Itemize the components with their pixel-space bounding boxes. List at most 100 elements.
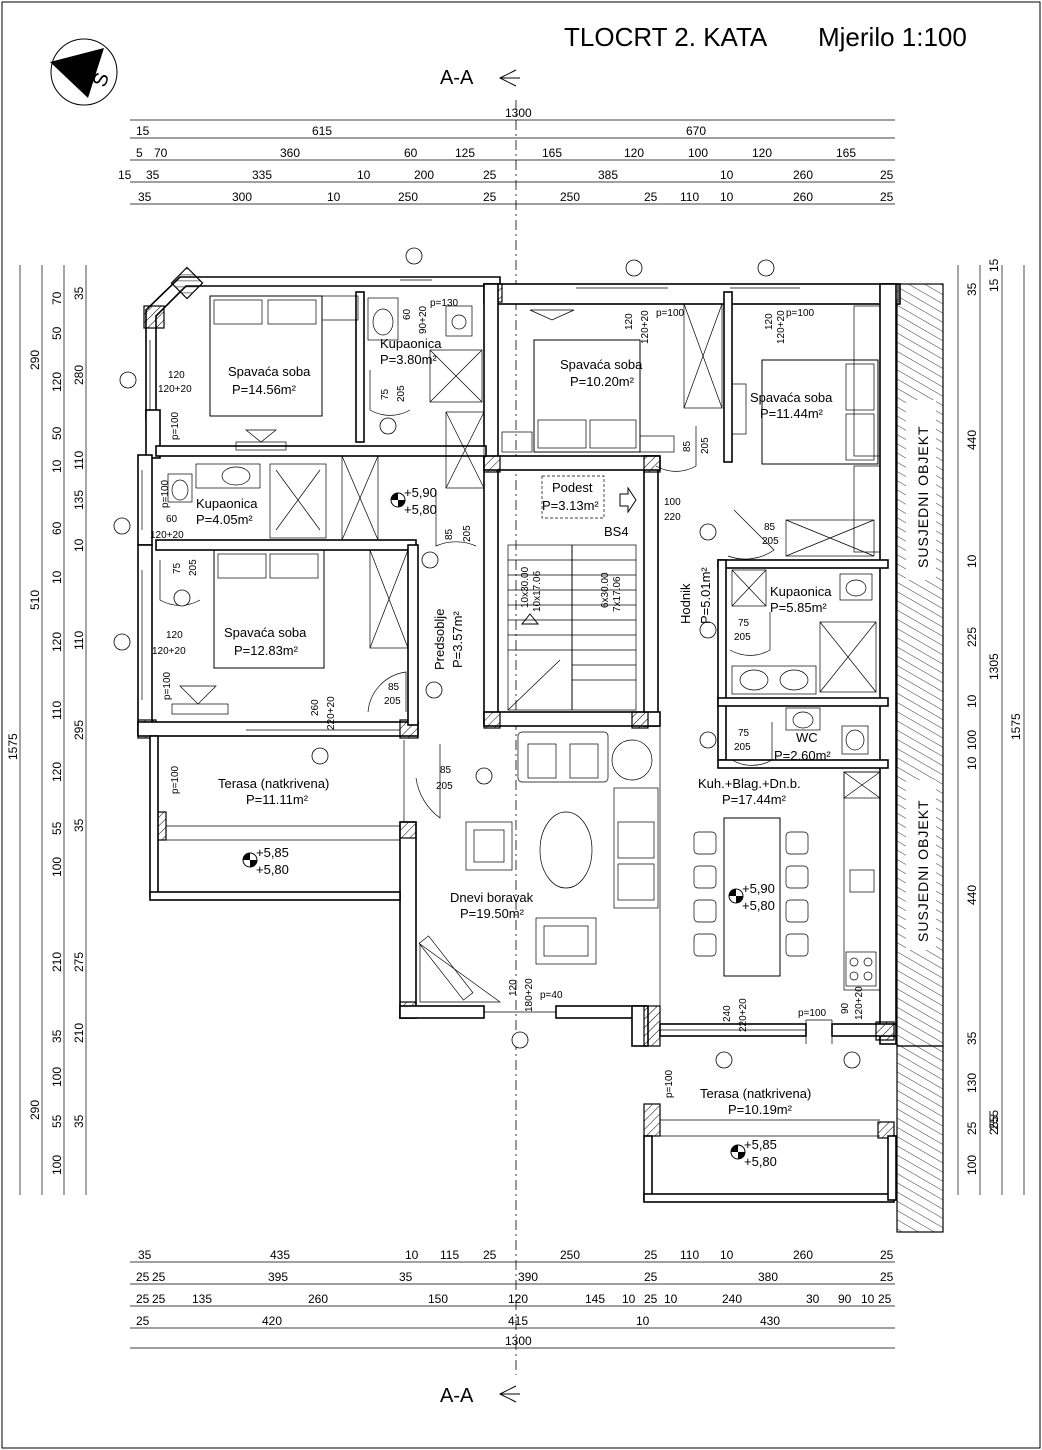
svg-text:10: 10	[622, 1292, 636, 1306]
sheet-scale: Mjerilo 1:100	[818, 22, 967, 52]
svg-text:90+20: 90+20	[418, 305, 429, 334]
svg-text:100: 100	[50, 857, 64, 877]
svg-text:35: 35	[72, 818, 86, 832]
svg-text:10: 10	[965, 694, 979, 708]
svg-text:35: 35	[72, 286, 86, 300]
svg-text:260: 260	[793, 168, 813, 182]
svg-text:25: 25	[644, 190, 658, 204]
light-fixture-icon	[113, 633, 131, 651]
svg-text:120: 120	[508, 979, 519, 996]
svg-text:p=100: p=100	[798, 1008, 827, 1019]
svg-text:255: 255	[987, 1110, 1001, 1130]
svg-text:60: 60	[404, 146, 418, 160]
light-fixture-icon	[425, 681, 443, 699]
svg-text:250: 250	[560, 190, 580, 204]
bathroom-top	[367, 297, 483, 403]
svg-text:+5,85: +5,85	[744, 1137, 777, 1152]
north-arrow-icon: S	[50, 38, 118, 106]
svg-text:25: 25	[152, 1270, 166, 1284]
room-terrace-1-name: Terasa (natkrivena)	[218, 776, 329, 791]
svg-text:120: 120	[50, 372, 64, 392]
svg-text:35: 35	[965, 282, 979, 296]
svg-text:10: 10	[965, 756, 979, 770]
svg-text:145: 145	[585, 1292, 605, 1306]
neighbor-building: SUSJEDNI OBJEKT SUSJEDNI OBJEKT	[896, 283, 944, 1233]
svg-text:35: 35	[965, 1031, 979, 1045]
svg-text:70: 70	[154, 146, 168, 160]
svg-text:220+20: 220+20	[738, 998, 749, 1032]
room-kitchen-name: Kuh.+Blag.+Dn.b.	[698, 776, 801, 791]
svg-text:1305: 1305	[987, 653, 1001, 680]
room-bedroom-4-name: Spavaća soba	[224, 625, 307, 640]
level-markers: +5,90 +5,80 +5,85 +5,80 +5,90 +5,80 +5,8…	[242, 485, 777, 1169]
svg-text:85: 85	[444, 528, 455, 540]
svg-text:110: 110	[72, 451, 86, 470]
svg-text:+5,90: +5,90	[742, 881, 775, 896]
svg-text:120: 120	[764, 313, 775, 330]
svg-text:5: 5	[136, 146, 143, 160]
svg-text:440: 440	[965, 430, 979, 450]
svg-text:240: 240	[722, 1005, 733, 1022]
svg-text:280: 280	[72, 365, 86, 385]
svg-text:25: 25	[965, 1121, 979, 1135]
svg-text:290: 290	[28, 1100, 42, 1120]
svg-text:p=100: p=100	[664, 1069, 675, 1098]
svg-text:100: 100	[965, 1155, 979, 1175]
svg-text:25: 25	[644, 1248, 658, 1262]
svg-text:75: 75	[172, 562, 183, 574]
svg-text:110: 110	[680, 1248, 699, 1262]
svg-text:275: 275	[72, 952, 86, 972]
svg-text:100: 100	[50, 1067, 64, 1087]
svg-text:10: 10	[720, 168, 734, 182]
svg-text:25: 25	[136, 1270, 150, 1284]
svg-text:60: 60	[166, 514, 178, 525]
room-bathroom-1-area: P=3.80m²	[380, 352, 437, 367]
room-wc-area: P=2.60m²	[774, 748, 831, 763]
svg-text:25: 25	[878, 1292, 892, 1306]
light-fixture-icon	[475, 767, 493, 785]
svg-text:50: 50	[50, 426, 64, 440]
svg-text:25: 25	[644, 1292, 658, 1306]
room-bathroom-2-name: Kupaonica	[196, 496, 258, 511]
svg-text:360: 360	[280, 146, 300, 160]
room-corridor-area: P=5.01m²	[698, 567, 713, 624]
room-corridor-name: Hodnik	[678, 583, 693, 624]
room-wc-name: WC	[796, 730, 818, 745]
svg-text:130: 130	[965, 1073, 979, 1093]
light-fixture-icon	[379, 417, 397, 435]
svg-text:120: 120	[166, 630, 183, 641]
svg-text:120: 120	[752, 146, 772, 160]
svg-text:10: 10	[861, 1292, 875, 1306]
svg-text:+5,80: +5,80	[744, 1154, 777, 1169]
svg-text:25: 25	[483, 168, 497, 182]
svg-text:205: 205	[762, 536, 779, 547]
svg-text:60: 60	[50, 521, 64, 535]
svg-text:510: 510	[28, 590, 42, 610]
room-kitchen-area: P=17.44m²	[722, 792, 787, 807]
light-fixture-icon	[421, 551, 439, 569]
svg-text:120+20: 120+20	[150, 530, 184, 541]
section-marker-top: A-A	[440, 67, 520, 89]
svg-text:10: 10	[50, 570, 64, 584]
svg-text:250: 250	[560, 1248, 580, 1262]
room-living-name: Dnevi boravak	[450, 890, 534, 905]
svg-text:10: 10	[50, 459, 64, 473]
room-labels: Spavaća soba P=14.56m² Kupaonica P=3.80m…	[196, 336, 833, 1117]
light-fixtures	[113, 247, 861, 1069]
svg-text:135: 135	[72, 490, 86, 510]
svg-text:60: 60	[402, 308, 413, 320]
svg-text:390: 390	[518, 1270, 538, 1284]
right-dimension-chains: 35 440 10 225 10 100 10 440 35 130 25 10…	[957, 258, 1025, 1195]
svg-text:25: 25	[880, 168, 894, 182]
stair-arrow-icon	[520, 613, 540, 625]
svg-text:90: 90	[840, 1002, 851, 1014]
bottom-dimension-chains: 35 435 10 115 25 250 25 110 10 260 25 25…	[130, 1248, 895, 1349]
svg-text:295: 295	[72, 720, 86, 740]
light-fixture-icon	[757, 259, 775, 277]
svg-text:615: 615	[312, 124, 332, 138]
svg-text:55: 55	[50, 821, 64, 835]
room-hall-name: Predsoblje	[432, 609, 447, 670]
svg-text:395: 395	[268, 1270, 288, 1284]
svg-text:15: 15	[118, 168, 132, 182]
light-fixture-icon	[311, 747, 329, 765]
